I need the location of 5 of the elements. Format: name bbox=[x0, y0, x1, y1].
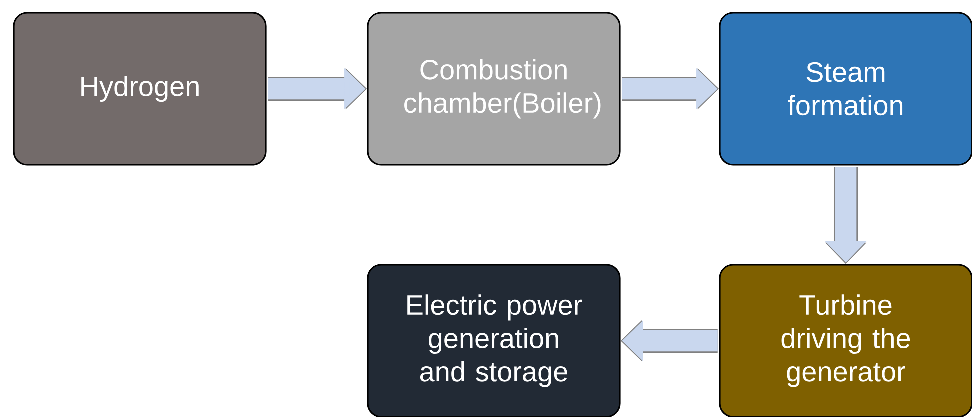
process-box: Combustion chamber(Boiler) bbox=[367, 12, 621, 166]
process-box: Electric power generation and storage bbox=[367, 264, 621, 417]
process-box: Hydrogen bbox=[13, 12, 267, 166]
process-box: Turbine driving the generator bbox=[719, 264, 972, 417]
process-box: Steam formation bbox=[719, 12, 972, 166]
